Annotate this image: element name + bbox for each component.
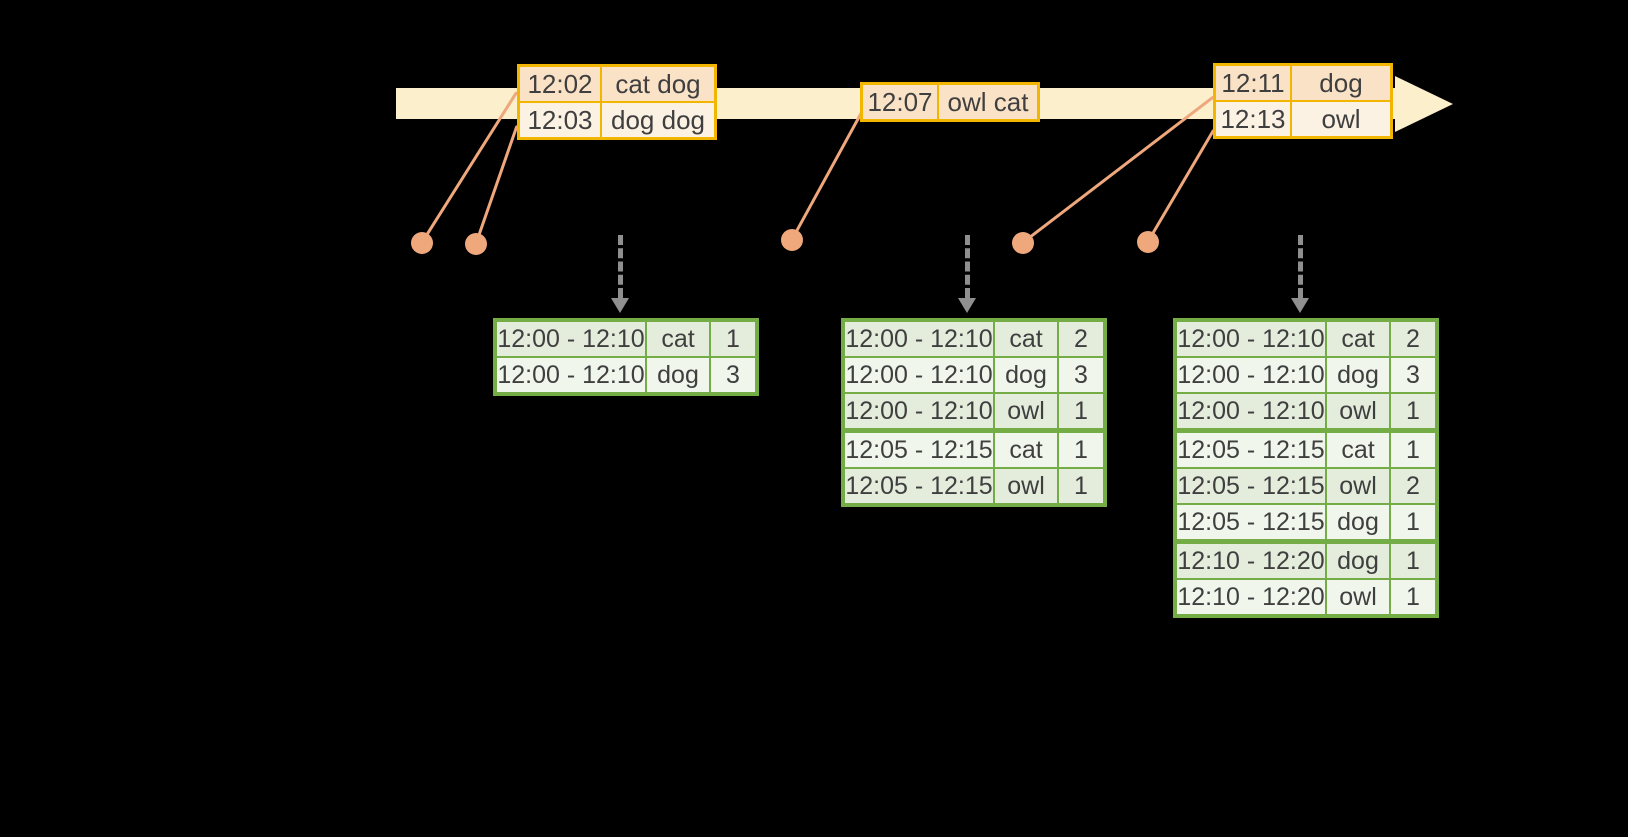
- trigger-arrowhead-icon: [958, 298, 976, 313]
- cell-count: 2: [1391, 322, 1435, 356]
- cell-window: 12:00 - 12:10: [845, 358, 993, 392]
- cell-count: 3: [1391, 358, 1435, 392]
- cell-word: cat: [1327, 433, 1389, 467]
- cell-count: 2: [1059, 322, 1103, 356]
- trigger-arrow-dash-line: [964, 235, 970, 298]
- cell-time: 12:07: [863, 85, 937, 119]
- cell-window: 12:10 - 12:20: [1177, 544, 1325, 578]
- cell-words: cat dog: [602, 67, 714, 101]
- cell-window: 12:00 - 12:10: [845, 394, 993, 428]
- cell-word: owl: [995, 469, 1057, 503]
- cell-time: 12:03: [520, 103, 600, 137]
- cell-window: 12:05 - 12:15: [1177, 433, 1325, 467]
- cell-count: 1: [1391, 433, 1435, 467]
- cell-window: 12:05 - 12:15: [845, 433, 993, 467]
- cell-word: owl: [1327, 580, 1389, 614]
- cell-word: dog: [647, 358, 709, 392]
- cell-window: 12:00 - 12:10: [845, 322, 993, 356]
- cell-count: 1: [1391, 394, 1435, 428]
- cell-word: cat: [995, 433, 1057, 467]
- connector-line-2: [474, 124, 519, 244]
- connector-line-5: [1146, 128, 1216, 243]
- cell-count: 1: [1059, 469, 1103, 503]
- cell-words: owl: [1292, 102, 1390, 136]
- cell-words: dog dog: [602, 103, 714, 137]
- event-dot-icon-5: [1137, 231, 1159, 253]
- trigger-arrow-dash-line: [1297, 235, 1303, 298]
- cell-count: 1: [1391, 505, 1435, 539]
- cell-count: 3: [711, 358, 755, 392]
- event-dot-icon-1: [411, 232, 433, 254]
- trigger-arrow-1: [611, 235, 629, 313]
- cell-window: 12:00 - 12:10: [1177, 394, 1325, 428]
- cell-window: 12:00 - 12:10: [497, 358, 645, 392]
- trigger-arrow-3: [1291, 235, 1309, 313]
- cell-word: cat: [647, 322, 709, 356]
- trigger-arrowhead-icon: [1291, 298, 1309, 313]
- event-dot-icon-2: [465, 233, 487, 255]
- cell-count: 3: [1059, 358, 1103, 392]
- cell-words: owl cat: [939, 85, 1037, 119]
- cell-word: owl: [995, 394, 1057, 428]
- cell-time: 12:13: [1216, 102, 1290, 136]
- cell-window: 12:10 - 12:20: [1177, 580, 1325, 614]
- trigger-arrow-2: [958, 235, 976, 313]
- cell-word: owl: [1327, 469, 1389, 503]
- trigger-arrowhead-icon: [611, 298, 629, 313]
- event-dot-icon-4: [1012, 232, 1034, 254]
- cell-window: 12:00 - 12:10: [1177, 322, 1325, 356]
- cell-count: 1: [711, 322, 755, 356]
- event-dot-icon-3: [781, 229, 803, 251]
- cell-word: dog: [1327, 505, 1389, 539]
- cell-word: dog: [995, 358, 1057, 392]
- cell-window: 12:05 - 12:15: [1177, 469, 1325, 503]
- cell-time: 12:11: [1216, 66, 1290, 100]
- cell-word: dog: [1327, 544, 1389, 578]
- cell-window: 12:00 - 12:10: [497, 322, 645, 356]
- cell-window: 12:05 - 12:15: [845, 469, 993, 503]
- connector-line-3: [790, 110, 864, 241]
- cell-window: 12:05 - 12:15: [1177, 505, 1325, 539]
- cell-word: owl: [1327, 394, 1389, 428]
- cell-count: 1: [1391, 544, 1435, 578]
- cell-word: cat: [995, 322, 1057, 356]
- cell-time: 12:02: [520, 67, 600, 101]
- cell-count: 1: [1059, 394, 1103, 428]
- cell-word: cat: [1327, 322, 1389, 356]
- cell-count: 1: [1059, 433, 1103, 467]
- cell-count: 2: [1391, 469, 1435, 503]
- cell-words: dog: [1292, 66, 1390, 100]
- cell-window: 12:00 - 12:10: [1177, 358, 1325, 392]
- timeline-arrowhead-icon: [1395, 76, 1453, 132]
- cell-count: 1: [1391, 580, 1435, 614]
- trigger-arrow-dash-line: [617, 235, 623, 298]
- cell-word: dog: [1327, 358, 1389, 392]
